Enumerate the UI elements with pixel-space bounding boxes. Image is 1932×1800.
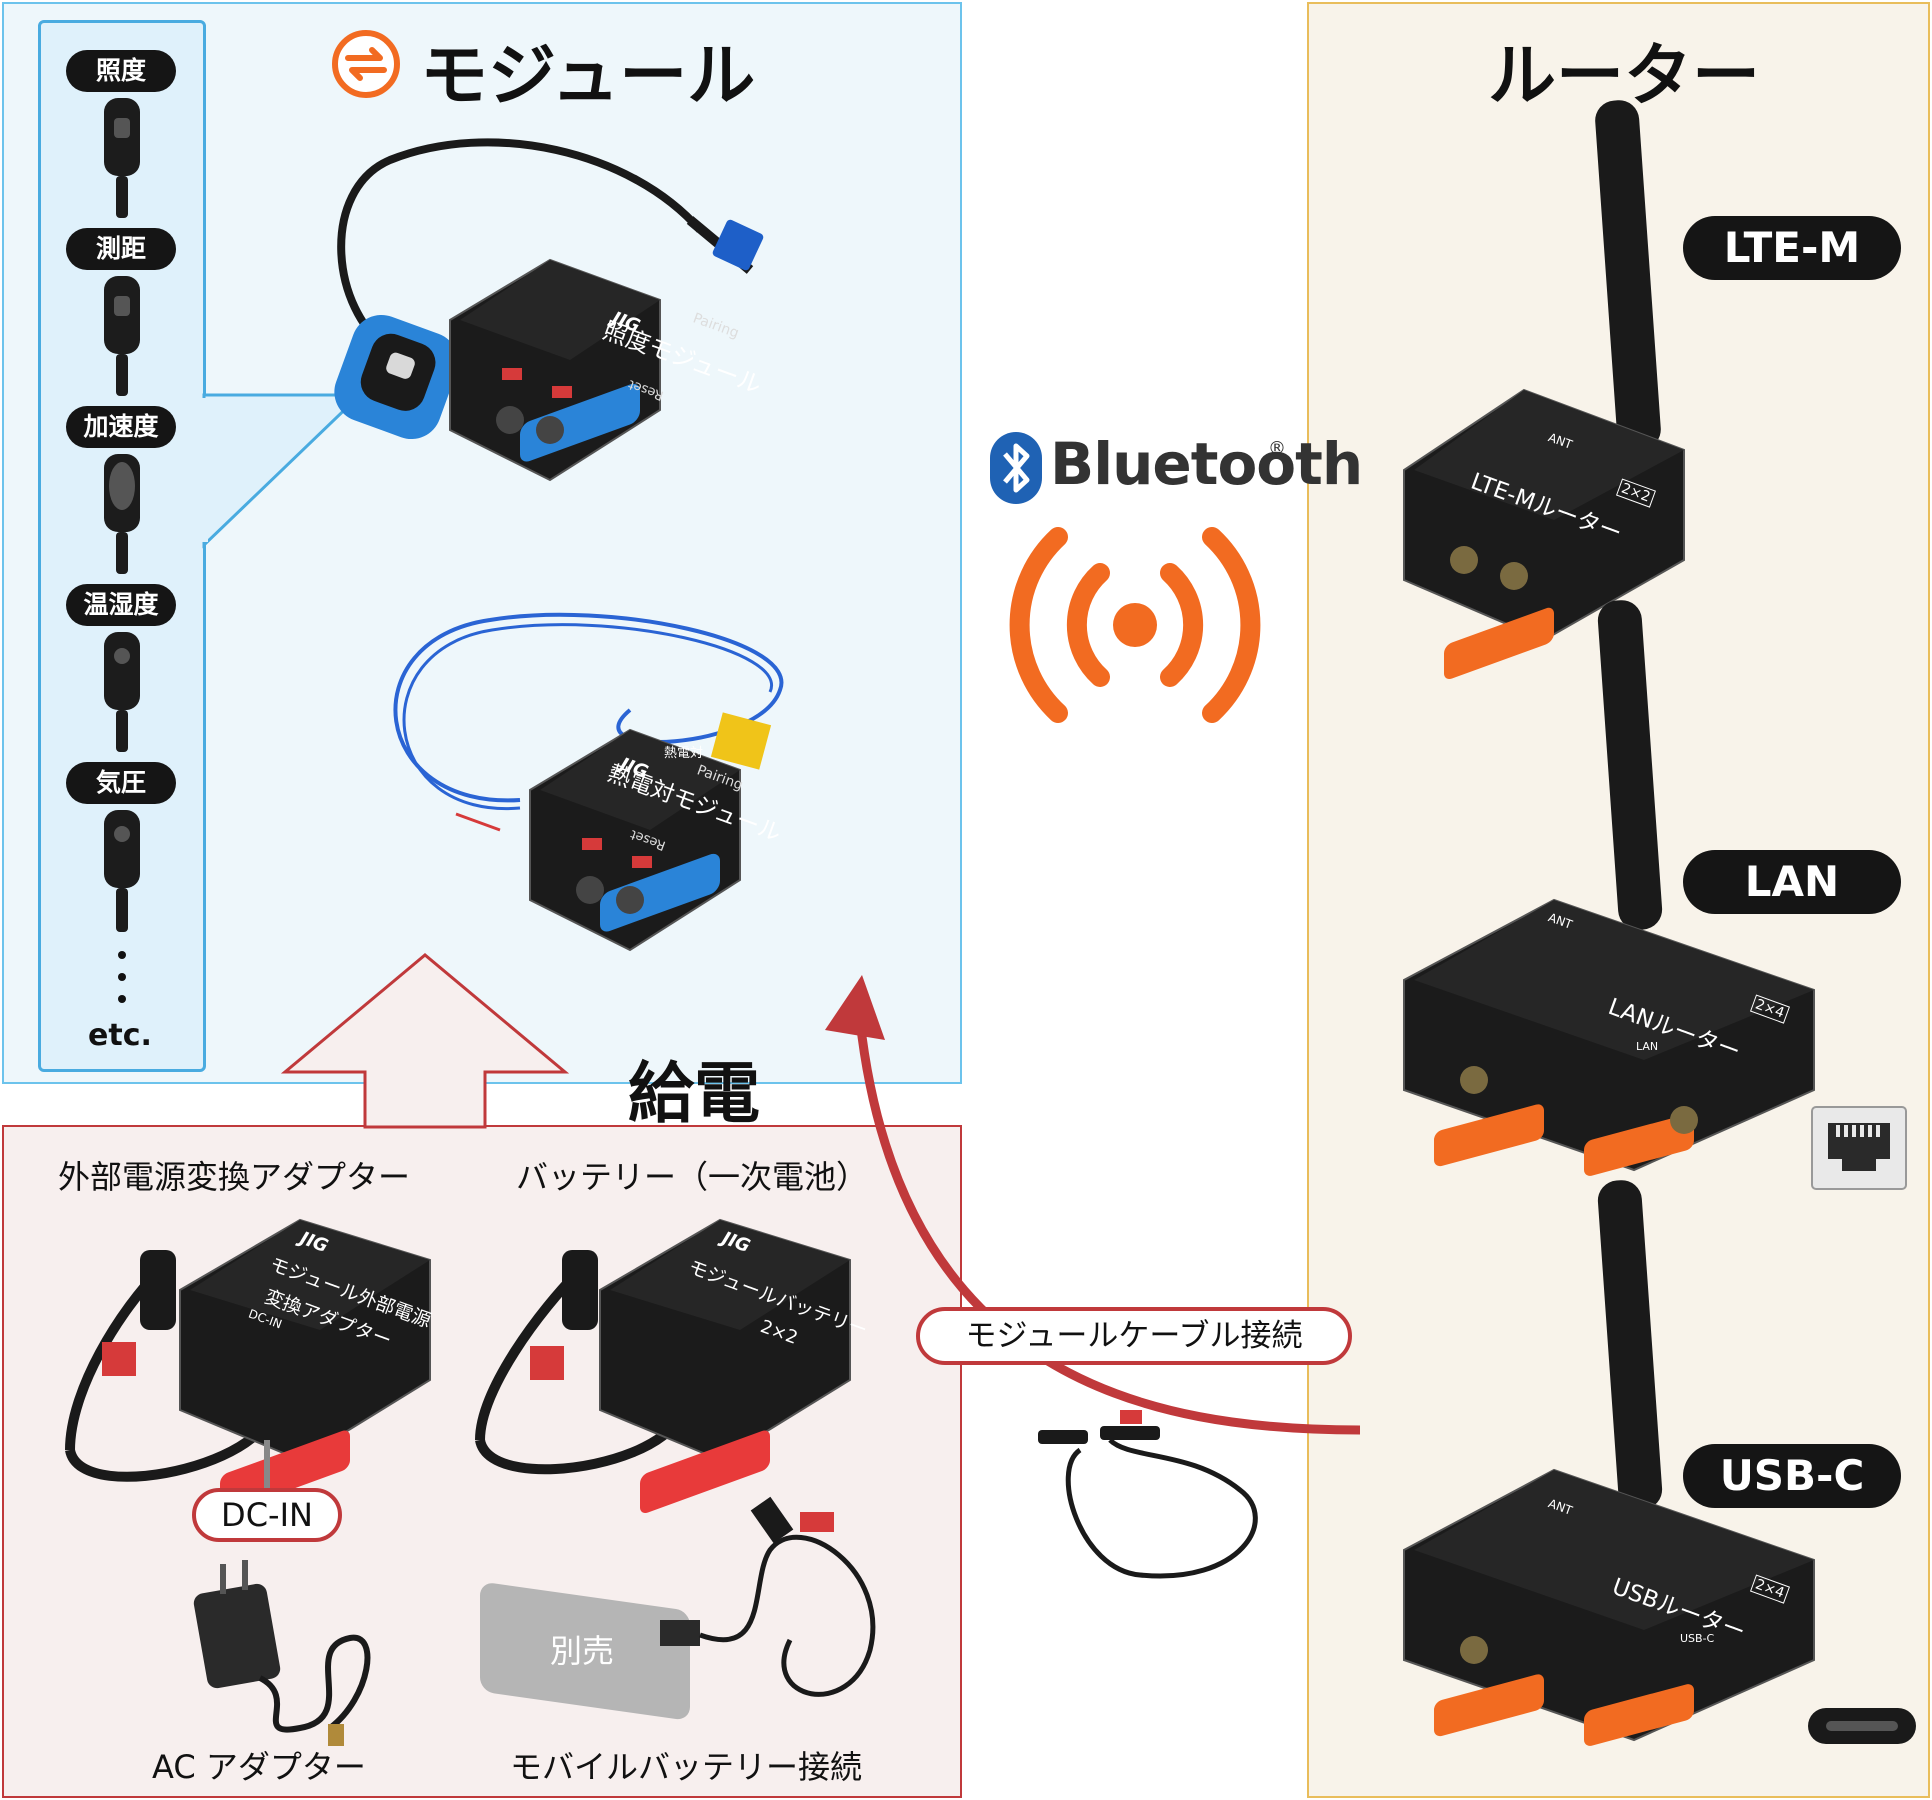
battery-module-device — [475, 1218, 851, 1514]
usb-c-port-icon — [1808, 1708, 1916, 1744]
dc-in-connector-line — [264, 1440, 270, 1498]
bluetooth-icon — [990, 432, 1042, 504]
lan-router-port: LAN — [1636, 1040, 1659, 1053]
thermocouple-connector-label: 熱電対 — [664, 746, 704, 761]
lte-m-router-device — [1403, 100, 1685, 680]
wireless-signal-icon — [1009, 527, 1261, 723]
sold-separately-label: 別売 — [550, 1632, 615, 1670]
usb-c-router-port: USB-C — [1680, 1632, 1715, 1645]
external-adapter-label: 外部電源変換アダプター — [58, 1158, 411, 1196]
sensor-probes — [104, 98, 140, 1003]
illuminance-module-device — [334, 138, 764, 482]
ac-adapter-label: AC アダプター — [152, 1748, 366, 1786]
sensor-callout-connector — [200, 393, 364, 549]
ac-adapter-icon — [193, 1560, 371, 1746]
dc-in-badge: DC-IN — [192, 1488, 342, 1542]
mobile-battery-icon — [480, 1496, 876, 1720]
cable-connection-badge: モジュールケーブル接続 — [916, 1307, 1352, 1365]
module-cable-icon — [1038, 1410, 1258, 1579]
lan-router-device — [1403, 600, 1815, 1176]
module-exchange-icon — [332, 30, 400, 98]
sensor-label-distance: 測距 — [66, 228, 176, 270]
sensor-more-label: etc. — [88, 1018, 152, 1053]
usb-c-router-device — [1403, 1180, 1815, 1746]
battery-label: バッテリー（一次電池） — [516, 1158, 869, 1196]
bluetooth-registered-mark: ® — [1268, 438, 1286, 459]
module-title: モジュール — [420, 37, 756, 116]
mobile-battery-label: モバイルバッテリー接続 — [510, 1748, 863, 1786]
bluetooth-label: Bluetooth — [1050, 430, 1363, 498]
power-title: 給電 — [628, 1055, 760, 1132]
lan-port-icon — [1811, 1106, 1907, 1190]
router-badge-lte-m: LTE-M — [1683, 216, 1901, 280]
router-badge-usb-c: USB-C — [1683, 1444, 1901, 1508]
sensor-label-temp-humidity: 温湿度 — [66, 584, 176, 626]
router-badge-lan: LAN — [1683, 850, 1901, 914]
sensor-label-pressure: 気圧 — [66, 762, 176, 804]
sensor-label-acceleration: 加速度 — [66, 406, 176, 448]
sensor-label-illuminance: 照度 — [66, 50, 176, 92]
power-panel — [2, 1125, 962, 1798]
power-up-arrow — [280, 953, 570, 1129]
thermocouple-module-device — [393, 612, 784, 952]
